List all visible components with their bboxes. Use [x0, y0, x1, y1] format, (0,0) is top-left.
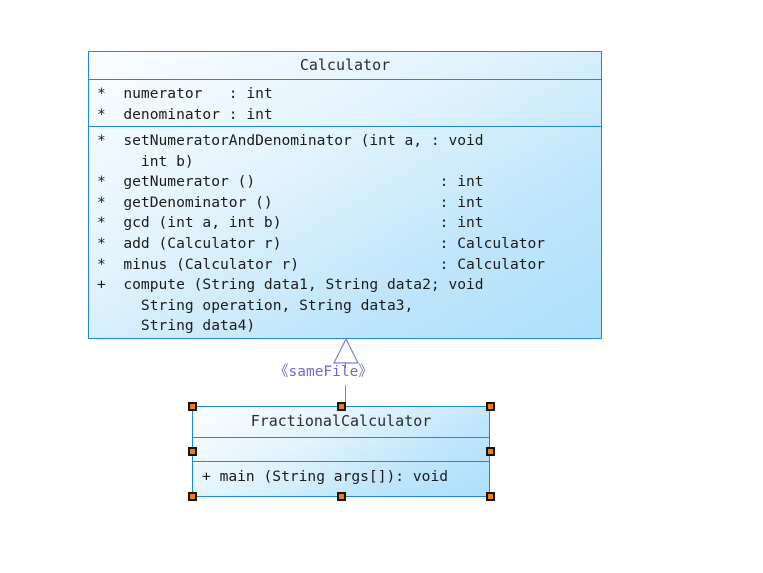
- fractional-operations-section: + main (String args[]): void: [193, 461, 489, 496]
- calculator-attributes-section: * numerator : int * denominator : int: [89, 79, 601, 126]
- operation-row[interactable]: + compute (String data1, String data2; v…: [97, 276, 484, 294]
- selection-handle-bottom-center[interactable]: [337, 492, 346, 501]
- uml-class-fractional-calculator[interactable]: FractionalCalculator + main (String args…: [192, 406, 490, 497]
- fractional-class-name: FractionalCalculator: [250, 412, 432, 430]
- operation-row[interactable]: * setNumeratorAndDenominator (int a, : v…: [97, 132, 484, 149]
- attribute-row[interactable]: * numerator : int: [97, 85, 273, 102]
- attribute-row[interactable]: * denominator : int: [97, 105, 273, 123]
- operation-row-continuation: int b): [97, 152, 194, 170]
- operation-row[interactable]: * minus (Calculator r) : Calculator: [97, 255, 546, 273]
- selection-handle-middle-left[interactable]: [188, 447, 197, 456]
- selection-handle-top-right[interactable]: [486, 402, 495, 411]
- selection-handle-bottom-left[interactable]: [188, 492, 197, 501]
- operation-row-continuation: String operation, String data3,: [97, 296, 414, 314]
- selection-handle-middle-right[interactable]: [486, 447, 495, 456]
- calculator-operations-section: * setNumeratorAndDenominator (int a, : v…: [89, 126, 601, 338]
- operation-row[interactable]: * getNumerator () : int: [97, 173, 484, 191]
- fractional-attributes-section: [193, 437, 489, 461]
- operation-row[interactable]: * add (Calculator r) : Calculator: [97, 234, 546, 252]
- selection-handle-top-center[interactable]: [337, 402, 346, 411]
- fractional-title-section: FractionalCalculator: [193, 407, 489, 437]
- connector-segment-upper: [345, 362, 346, 368]
- calculator-title-section: Calculator: [89, 52, 601, 79]
- uml-class-calculator[interactable]: Calculator * numerator : int * denominat…: [88, 51, 602, 339]
- operation-row-continuation: String data4): [97, 317, 256, 335]
- selection-handle-bottom-right[interactable]: [486, 492, 495, 501]
- connector-segment-lower: [345, 385, 346, 407]
- operation-row[interactable]: * getDenominator () : int: [97, 193, 484, 211]
- operation-row[interactable]: * gcd (int a, int b) : int: [97, 214, 484, 232]
- connector-stereotype-label: 《sameFile》: [274, 364, 373, 380]
- calculator-class-name: Calculator: [299, 56, 391, 74]
- selection-handle-top-left[interactable]: [188, 402, 197, 411]
- operation-row[interactable]: + main (String args[]): void: [202, 468, 449, 485]
